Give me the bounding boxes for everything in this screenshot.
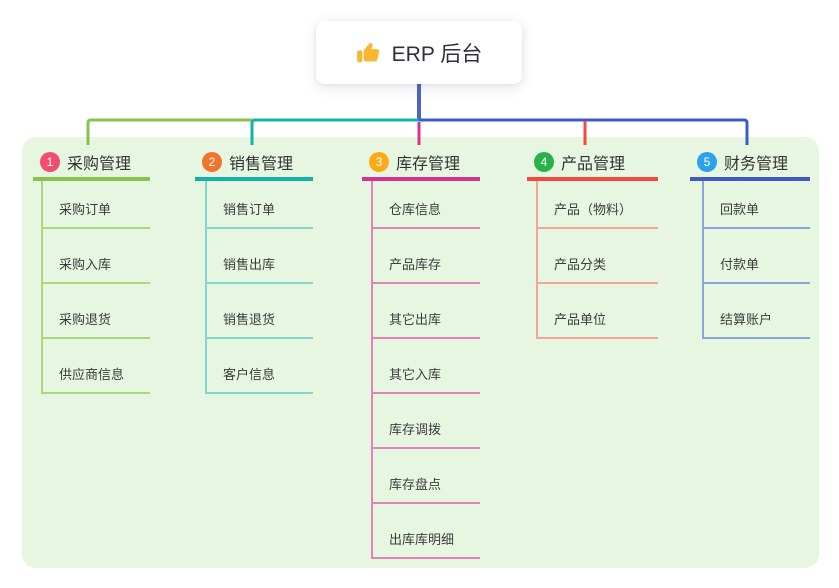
root-title: ERP 后台 bbox=[391, 42, 483, 66]
branch-number-badge: 1 bbox=[40, 151, 60, 172]
branch-header[interactable]: 2 销售管理 bbox=[195, 146, 313, 181]
branch-header[interactable]: 1 采购管理 bbox=[33, 146, 151, 181]
child-node[interactable]: 供应商信息 bbox=[43, 339, 151, 394]
branch-number-badge: 5 bbox=[697, 151, 717, 172]
child-node[interactable]: 采购订单 bbox=[43, 181, 151, 229]
branch-3: 3 库存管理仓库信息产品库存其它出库其它入库库存调拨库存盘点出库库明细 bbox=[362, 146, 481, 559]
branch-header[interactable]: 4 产品管理 bbox=[527, 146, 659, 181]
thumbs-up-icon bbox=[356, 40, 381, 65]
branch-number-badge: 4 bbox=[534, 151, 554, 172]
child-node[interactable]: 付款单 bbox=[704, 229, 810, 284]
branch-5: 5 财务管理回款单付款单结算账户 bbox=[690, 146, 810, 339]
child-node[interactable]: 采购退货 bbox=[43, 284, 151, 339]
branch-children: 采购订单采购入库采购退货供应商信息 bbox=[41, 181, 151, 394]
branch-label: 库存管理 bbox=[396, 155, 461, 173]
branch-children: 仓库信息产品库存其它出库其它入库库存调拨库存盘点出库库明细 bbox=[371, 181, 481, 559]
branch-children: 产品（物料）产品分类产品单位 bbox=[536, 181, 659, 339]
child-node[interactable]: 结算账户 bbox=[704, 284, 810, 339]
child-node[interactable]: 其它出库 bbox=[373, 284, 481, 339]
branch-label: 采购管理 bbox=[67, 155, 132, 173]
child-node[interactable]: 仓库信息 bbox=[373, 181, 481, 229]
branch-header[interactable]: 5 财务管理 bbox=[690, 146, 810, 181]
child-node[interactable]: 销售出库 bbox=[207, 229, 313, 284]
branch-1: 1 采购管理采购订单采购入库采购退货供应商信息 bbox=[33, 146, 151, 394]
child-node[interactable]: 其它入库 bbox=[373, 339, 481, 394]
child-node[interactable]: 客户信息 bbox=[207, 339, 313, 394]
branches-panel bbox=[22, 137, 819, 568]
branch-label: 财务管理 bbox=[724, 155, 789, 173]
branch-number-badge: 3 bbox=[369, 151, 389, 172]
child-node[interactable]: 产品库存 bbox=[373, 229, 481, 284]
child-node[interactable]: 销售订单 bbox=[207, 181, 313, 229]
child-node[interactable]: 销售退货 bbox=[207, 284, 313, 339]
branch-header[interactable]: 3 库存管理 bbox=[362, 146, 481, 181]
child-node[interactable]: 库存盘点 bbox=[373, 449, 481, 504]
child-node[interactable]: 出库库明细 bbox=[373, 504, 481, 559]
child-node[interactable]: 产品分类 bbox=[538, 229, 659, 284]
child-node[interactable]: 产品单位 bbox=[538, 284, 659, 339]
child-node[interactable]: 产品（物料） bbox=[538, 181, 659, 229]
branch-children: 回款单付款单结算账户 bbox=[702, 181, 810, 339]
child-node[interactable]: 库存调拨 bbox=[373, 394, 481, 449]
child-node[interactable]: 采购入库 bbox=[43, 229, 151, 284]
branch-label: 销售管理 bbox=[229, 155, 294, 173]
branch-number-badge: 2 bbox=[202, 151, 222, 172]
branch-children: 销售订单销售出库销售退货客户信息 bbox=[205, 181, 313, 394]
child-node[interactable]: 回款单 bbox=[704, 181, 810, 229]
branch-2: 2 销售管理销售订单销售出库销售退货客户信息 bbox=[195, 146, 313, 394]
branch-4: 4 产品管理产品（物料）产品分类产品单位 bbox=[527, 146, 659, 339]
root-node[interactable]: ERP 后台 bbox=[316, 21, 522, 84]
branch-label: 产品管理 bbox=[561, 155, 626, 173]
